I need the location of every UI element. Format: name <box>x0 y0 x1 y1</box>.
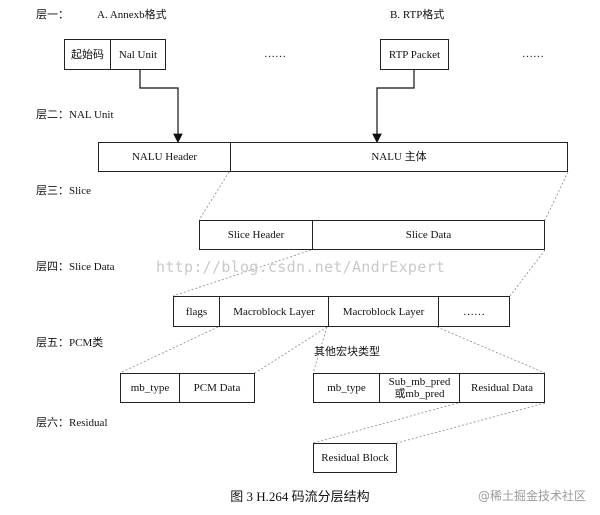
expand-line-residual-left <box>312 402 459 444</box>
brand-watermark: @稀土掘金技术社区 <box>477 489 586 503</box>
figure-caption: 图 3 H.264 码流分层结构 <box>230 489 370 504</box>
slice-bar: Slice Header Slice Data <box>199 220 545 250</box>
expand-line-slice-right <box>509 249 546 297</box>
layer-label-5: 层五：PCM类 <box>36 337 104 349</box>
slice-data-bar: flags Macroblock Layer Macroblock Layer … <box>173 296 510 327</box>
layer-label-1: 层一： <box>36 9 69 21</box>
pcm-data-cell: PCM Data <box>179 374 254 402</box>
annexb-unit-box: 起始码 Nal Unit <box>64 39 166 70</box>
expand-line-mb2-left <box>312 326 328 374</box>
annexb-format-heading: A. Annexb格式 <box>97 9 167 21</box>
rtp-format-heading: B. RTP格式 <box>390 9 445 21</box>
row1-ellipsis: …… <box>264 48 286 60</box>
macroblock-layer-cell-1: Macroblock Layer <box>219 297 328 326</box>
slice-data-cell: Slice Data <box>312 221 544 249</box>
mb-type-cell-1: mb_type <box>130 382 170 394</box>
sub-mb-pred-line-1: Sub_mb_pred <box>388 376 451 388</box>
sub-mb-pred-line-2: 或mb_pred <box>394 388 445 400</box>
mb-type-cell-2: mb_type <box>327 382 366 394</box>
sub-mb-pred-cell: Sub_mb_pred 或mb_pred <box>379 374 459 402</box>
rtp-packet-box: RTP Packet <box>380 39 449 70</box>
watermark-text: http://blog.csdn.net/AndrExpert <box>156 258 446 276</box>
expand-line-nalu-left <box>198 171 230 221</box>
other-mb-types-label: 其他宏块类型 <box>314 346 380 358</box>
flags-cell: flags <box>185 305 208 318</box>
pcm-macroblock-box: mb_type PCM Data <box>120 373 255 403</box>
arrow-rtp-packet-to-nalu <box>372 70 415 144</box>
row4-ellipsis-cell: …… <box>438 297 509 326</box>
layer-label-4: 层四：Slice Data <box>36 261 115 273</box>
nalu-header-cell: NALU Header <box>131 151 198 163</box>
expand-line-mb1-left <box>119 326 219 374</box>
nal-unit-bar: NALU Header NALU 主体 <box>98 142 568 172</box>
layer-label-2: 层二：NAL Unit <box>36 109 114 121</box>
nalu-body-cell: NALU 主体 <box>230 143 567 171</box>
residual-block-box: Residual Block <box>313 443 397 473</box>
start-code-cell: 起始码 <box>71 48 104 61</box>
expand-line-slice-left <box>172 249 312 297</box>
expand-line-mb2-right <box>436 326 546 374</box>
layer-label-6: 层六：Residual <box>36 417 108 429</box>
layer-label-3: 层三：Slice <box>36 185 91 197</box>
expand-line-nalu-right <box>544 171 569 221</box>
arrow-nal-unit-to-nalu <box>139 70 183 144</box>
expand-line-residual-right <box>396 402 546 444</box>
macroblock-layer-cell-2: Macroblock Layer <box>328 297 438 326</box>
row1-ellipsis-2: …… <box>522 48 544 60</box>
other-macroblock-box: mb_type Sub_mb_pred 或mb_pred Residual Da… <box>313 373 545 403</box>
slice-header-cell: Slice Header <box>227 229 285 241</box>
nal-unit-cell: Nal Unit <box>110 40 165 69</box>
residual-data-cell: Residual Data <box>459 374 544 402</box>
